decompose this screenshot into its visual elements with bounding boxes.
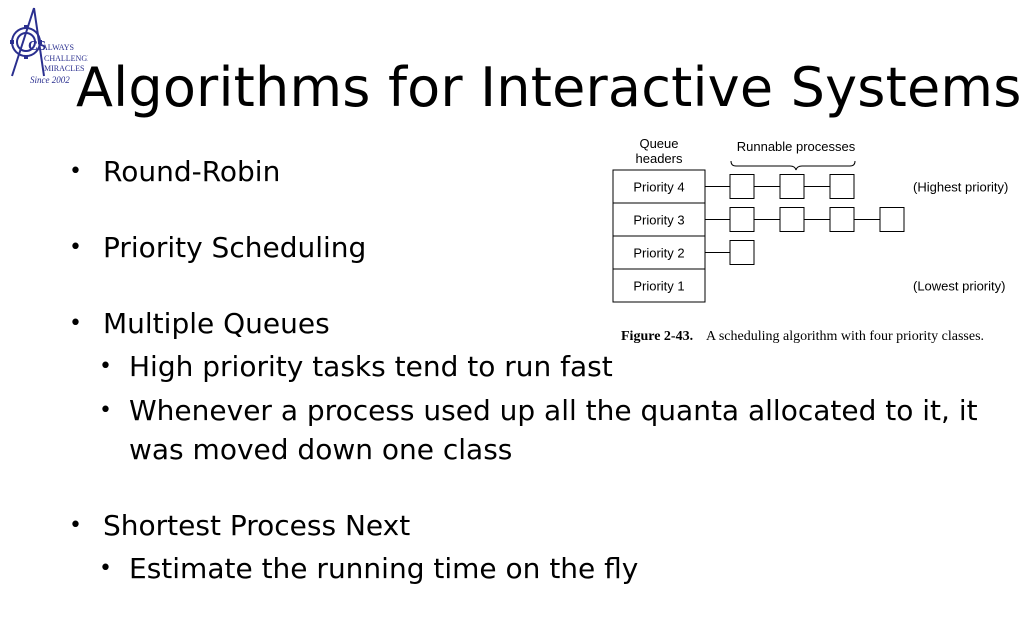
- queue-headers-line1: Queue: [639, 136, 678, 151]
- bullet-multiple-queues: • Multiple Queues: [69, 304, 330, 344]
- subbullet-quanta-continued: was moved down one class: [129, 430, 512, 470]
- logo-line2: CHALLENGE: [44, 54, 88, 63]
- bullet-dot: •: [69, 235, 82, 260]
- bullet-shortest-process-next: • Shortest Process Next: [69, 506, 411, 546]
- process-box: [729, 240, 755, 265]
- queue-header-cell: [612, 169, 706, 204]
- queue-rows: Priority 4 (Highest priority) Priority 3 Pr…: [612, 169, 1008, 303]
- subbullet-quanta: • Whenever a process used up all the qua…: [99, 391, 978, 431]
- slide-title: Algorithms for Interactive Systems: [76, 56, 1022, 119]
- priority-note: (Highest priority): [913, 180, 1008, 195]
- process-box: [729, 207, 755, 232]
- bullet-text-line2: was moved down one class: [129, 433, 513, 466]
- queue-header-cell: [612, 235, 706, 270]
- queue-header-label: Priority 4: [633, 180, 684, 195]
- figure-caption-text: A scheduling algorithm with four priorit…: [706, 329, 984, 344]
- bullet-text: Multiple Queues: [103, 307, 330, 340]
- logo-since: Since 2002: [30, 75, 70, 85]
- bullet-text: Round-Robin: [103, 155, 281, 188]
- bullet-dot: •: [99, 398, 112, 423]
- bullet-dot: •: [69, 159, 82, 184]
- queue-headers-line2: headers: [636, 151, 683, 166]
- runnable-processes-label: Runnable processes: [737, 139, 856, 154]
- logo-line1: ALWAYS: [42, 43, 74, 52]
- runnable-brace: [730, 160, 856, 171]
- bullet-text-line1: Whenever a process used up all the quant…: [129, 394, 978, 427]
- priority-queue-figure: Queue headers Runnable processes Priorit…: [600, 130, 1024, 360]
- process-box: [729, 174, 755, 199]
- logo-letters: CS: [28, 39, 46, 54]
- priority-queue-diagram: Queue headers Runnable processes Priorit…: [612, 136, 1008, 344]
- queue-header-cell: [612, 268, 706, 303]
- bullet-text: Estimate the running time on the fly: [129, 552, 639, 585]
- bullet-dot: •: [69, 513, 82, 538]
- bullet-dot: •: [99, 354, 112, 379]
- queue-header-cell: [612, 202, 706, 237]
- subbullet-estimate: • Estimate the running time on the fly: [99, 549, 639, 589]
- figure-caption-label: Figure 2-43.: [621, 329, 693, 344]
- priority-note: (Lowest priority): [913, 279, 1005, 294]
- subbullet-high-priority: • High priority tasks tend to run fast: [99, 347, 613, 387]
- bullet-text: Shortest Process Next: [103, 509, 411, 542]
- bullet-text: High priority tasks tend to run fast: [129, 350, 613, 383]
- logo-line3: MIRACLES: [44, 64, 84, 73]
- bullet-priority-scheduling: • Priority Scheduling: [69, 228, 367, 268]
- queue-header-label: Priority 3: [633, 213, 684, 228]
- bullet-round-robin: • Round-Robin: [69, 152, 281, 192]
- process-box: [779, 207, 805, 232]
- bullet-dot: •: [99, 556, 112, 581]
- bullet-dot: •: [69, 311, 82, 336]
- queue-header-label: Priority 1: [633, 279, 684, 294]
- process-box: [779, 174, 805, 199]
- queue-header-label: Priority 2: [633, 246, 684, 261]
- process-box: [829, 174, 855, 199]
- bullet-text: Priority Scheduling: [103, 231, 367, 264]
- process-box: [829, 207, 855, 232]
- process-box: [879, 207, 905, 232]
- college-logo: CS ALWAYS CHALLENGE MIRACLES Since 2002: [4, 4, 92, 86]
